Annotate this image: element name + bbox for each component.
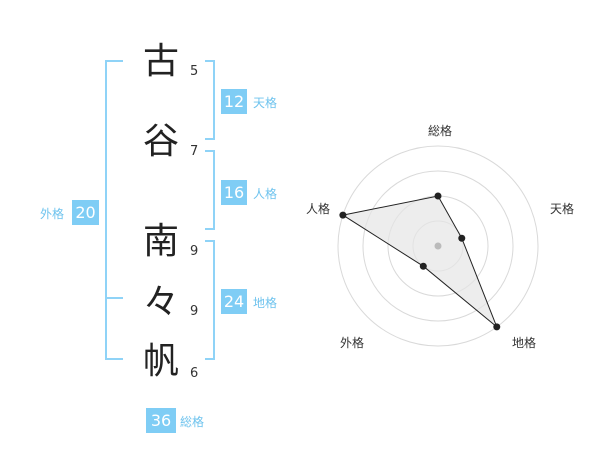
radar-rings	[337, 145, 539, 347]
soukaku-value-badge: 36	[146, 408, 176, 433]
radar-label-jinkaku: 人格	[306, 202, 331, 216]
bracket-chikaku	[205, 240, 215, 360]
name-char-1: 古	[142, 41, 179, 82]
jinkaku-label: 人格	[253, 187, 278, 201]
stroke-count-5: 6	[190, 366, 199, 381]
radar-label-soukaku: 総格	[428, 124, 453, 138]
name-char-3: 南	[142, 221, 179, 262]
radar-point-3	[493, 323, 501, 331]
chikaku-label: 地格	[253, 296, 278, 310]
radar-ring-3	[362, 170, 514, 322]
radar-ring-4	[337, 145, 539, 347]
radar-point-4	[419, 262, 427, 270]
soukaku-label: 総格	[180, 415, 205, 429]
jinkaku-value-badge: 16	[221, 180, 247, 205]
radar-label-tenkaku: 天格	[550, 202, 575, 216]
name-char-4: 々	[142, 282, 179, 323]
name-char-2: 谷	[142, 121, 179, 162]
bracket-gaikaku	[105, 60, 123, 360]
tenkaku-label: 天格	[253, 96, 278, 110]
radar-label-gaikaku: 外格	[340, 336, 365, 350]
radar-points	[339, 192, 501, 331]
name-char-5: 帆	[142, 341, 179, 382]
gaikaku-value-badge: 20	[72, 200, 99, 225]
stroke-count-2: 7	[190, 144, 199, 159]
radar-polygon	[341, 195, 498, 328]
stroke-count-4: 9	[190, 304, 199, 319]
radar-point-2	[458, 234, 466, 242]
bracket-gaikaku-tick	[105, 297, 123, 299]
stroke-count-3: 9	[190, 244, 199, 259]
radar-point-1	[434, 192, 442, 200]
radar-point-5	[339, 211, 347, 219]
bracket-jinkaku	[205, 150, 215, 230]
radar-center-dot	[434, 242, 442, 250]
bracket-tenkaku	[205, 60, 215, 140]
stroke-count-1: 5	[190, 64, 199, 79]
tenkaku-value-badge: 12	[221, 89, 247, 114]
gaikaku-label: 外格	[40, 207, 65, 221]
chikaku-value-badge: 24	[221, 289, 247, 314]
radar-label-chikaku: 地格	[512, 336, 537, 350]
